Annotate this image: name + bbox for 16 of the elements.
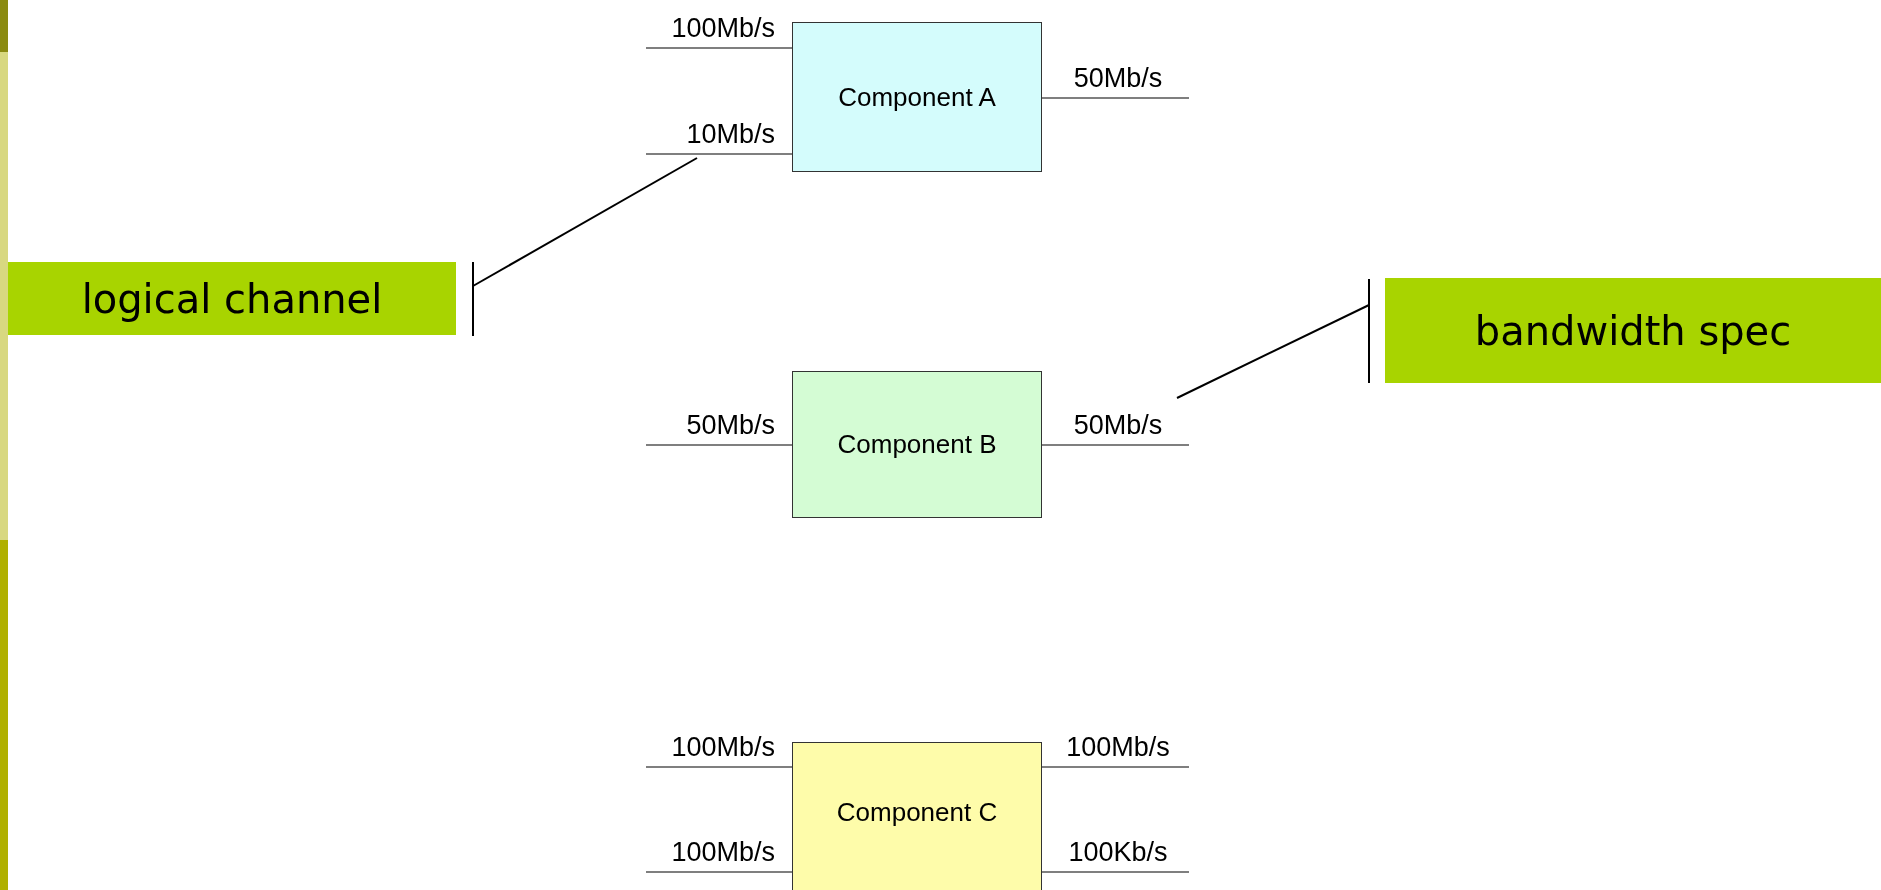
channel-line [1041, 871, 1190, 873]
leader-line [1176, 304, 1370, 399]
channel-line [645, 871, 793, 873]
callout-box: bandwidth spec [1385, 278, 1881, 383]
component-box: Component A [792, 22, 1042, 172]
channel-line [1041, 444, 1190, 446]
component-box: Component B [792, 371, 1042, 518]
channel-line [1041, 97, 1190, 99]
channel-line [645, 444, 793, 446]
callout-box: logical channel [8, 262, 456, 335]
channel-line [645, 766, 793, 768]
channel-line [645, 153, 793, 155]
channel-line [1041, 766, 1190, 768]
leader-line [472, 157, 698, 287]
component-box: Component C [792, 742, 1042, 890]
channel-line [645, 47, 793, 49]
